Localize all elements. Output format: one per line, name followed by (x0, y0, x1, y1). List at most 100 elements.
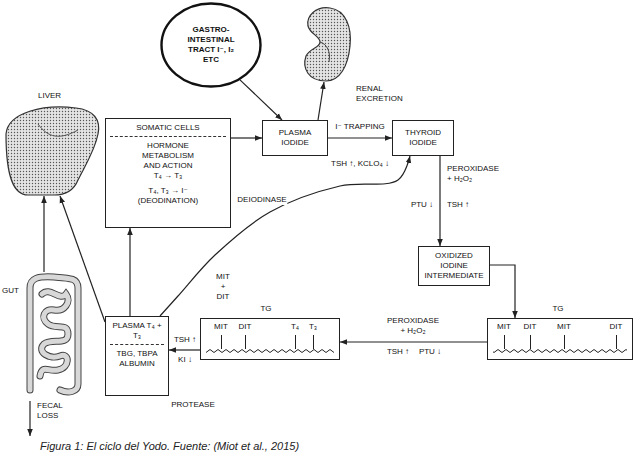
text-holder: DIT (239, 322, 252, 332)
residue-tick (221, 335, 222, 349)
text-holder: RENAL EXCRETION (356, 84, 408, 104)
shape-figure (300, 6, 352, 82)
thyroglobulin-chain (493, 335, 627, 354)
edge-label: I⁻ TRAPPING (334, 122, 385, 132)
box-text: GASTRO- INTESTINAL TRACT I⁻, I₂ ETC (182, 25, 240, 65)
box-text: T₄ (291, 322, 299, 332)
box-heading: SOMATIC CELLS (136, 123, 199, 133)
flow-arrow (490, 265, 515, 318)
thyroglobulin-box: TGMITDITT₄T₃ (200, 318, 340, 360)
flow-arrow (231, 137, 262, 138)
label-holder: TSH ↑ (446, 200, 470, 210)
label-holder: TSH ↑, KCLO₄ ↓ (330, 159, 390, 169)
thyroglobulin-chain (206, 335, 334, 354)
text-holder: MIT (557, 322, 571, 332)
box-text: DIT (610, 322, 623, 332)
box-text: MIT (557, 322, 571, 332)
annotation-label: TSH ↑, KCLO₄ ↓ (330, 159, 390, 169)
label-holder: PEROXIDASE + H₂O₂ (446, 164, 502, 184)
residue-tick (530, 335, 531, 349)
residue-tick (616, 335, 617, 349)
kidney-figure: RENAL EXCRETION (300, 6, 352, 82)
box-text: T₃ (309, 322, 317, 332)
annotation-label: PEROXIDASE + H₂O₂ (446, 164, 502, 184)
compartment-box: PLASMA T₄ + T₃TBG, TBPA ALBUMIN (105, 316, 169, 396)
annotation-label: PTU ↓ (410, 200, 434, 210)
gut-figure: GUT (2, 272, 84, 398)
shape-figure (4, 104, 100, 196)
connector-group (44, 80, 515, 350)
flow-arrow (240, 80, 282, 120)
peptide-wave (493, 348, 627, 354)
intestine-fill (40, 292, 68, 376)
organ-ellipse: GASTRO- INTESTINAL TRACT I⁻, I₂ ETC (160, 2, 262, 88)
label-holder: TSH ↑ (173, 335, 197, 345)
text-holder: DIT (524, 322, 537, 332)
edge-label-holder: PEROXIDASE + H₂O₂ (384, 316, 442, 336)
text-holder: GUT (2, 286, 19, 296)
annotation-label: MIT + DIT (214, 272, 232, 302)
peptide-wave (206, 348, 334, 354)
residue-tick (295, 335, 296, 349)
liver-figure: LIVER (4, 104, 100, 196)
annotation-label: TSH ↑ (386, 347, 410, 357)
flow-arrow (129, 228, 130, 316)
label-holder: PTU ↓ (410, 200, 434, 210)
intestine-outline (30, 277, 78, 392)
curved-arrow (160, 156, 410, 316)
box-text: HORMONE METABOLISM AND ACTION T₄ → T₃ (140, 141, 196, 181)
box-text: T₄, T₃ → I⁻ (DEODINATION) (135, 186, 201, 206)
box-text: DIT (524, 322, 537, 332)
flow-arrow (318, 82, 324, 120)
figure-caption: Figura 1: El ciclo del Yodo. Fuente: (Mi… (40, 441, 299, 451)
edge-label-holder: I⁻ TRAPPING (334, 122, 385, 132)
dashed-separator (110, 136, 226, 137)
label-holder: PTU ↓ (418, 347, 442, 357)
compartment-box: SOMATIC CELLS HORMONE METABOLISM AND ACTI… (105, 118, 231, 228)
label-holder: PROTEASE (170, 400, 216, 410)
edge-label: DEIODINASE (236, 195, 287, 205)
fecal-loss-arrow (29, 401, 30, 436)
text-holder: DIT (610, 322, 623, 332)
annotation-label: TSH ↑ (446, 200, 470, 210)
box-text: OXIDIZED IODINE INTERMEDIATE (423, 251, 485, 281)
text-holder: TG (552, 304, 563, 314)
compartment-box: THYROID IODIDE (392, 120, 454, 156)
box-heading: TG (260, 304, 271, 314)
annotation-label: TSH ↑ (173, 335, 197, 345)
box-heading: TG (552, 304, 563, 314)
annotation-label: PROTEASE (170, 400, 216, 410)
compartment-box: PLASMA IODIDE (262, 120, 328, 156)
intestine-outline (40, 292, 68, 376)
text-holder: MIT (497, 322, 511, 332)
box-text: MIT (497, 322, 511, 332)
residue-tick (564, 335, 565, 349)
text-holder: TG (260, 304, 271, 314)
flow-arrow (340, 341, 487, 342)
residue-tick (504, 335, 505, 349)
intestine-fill (30, 277, 78, 392)
flow-arrow (328, 137, 392, 138)
text-stack: GASTRO- INTESTINAL TRACT I⁻, I₂ ETC (182, 25, 240, 65)
box-text: MIT (214, 322, 228, 332)
edge-label: PEROXIDASE + H₂O₂ (384, 316, 442, 336)
text-holder: T₃ (309, 322, 317, 332)
liver-lobe-line (38, 124, 78, 136)
kidney-outline (305, 8, 351, 81)
flow-arrow (43, 196, 44, 272)
box-text: LIVER (38, 91, 61, 101)
text-holder: T₄ (291, 322, 299, 332)
box-text: PLASMA IODIDE (270, 128, 320, 148)
residue-tick (245, 335, 246, 349)
thyroglobulin-box: TGMITDITMITDIT (487, 318, 633, 360)
annotation-label: KI ↓ (177, 355, 193, 365)
edge-label-holder: DEIODINASE (236, 195, 287, 205)
box-text: GUT (2, 286, 19, 296)
organ-outline (162, 4, 261, 87)
caption-holder: Figura 1: El ciclo del Yodo. Fuente: (Mi… (40, 441, 299, 451)
residue-tick (313, 335, 314, 349)
label-holder: MIT + DIT (214, 272, 232, 302)
flow-arrow (169, 349, 200, 350)
label-holder: TSH ↑ (386, 347, 410, 357)
